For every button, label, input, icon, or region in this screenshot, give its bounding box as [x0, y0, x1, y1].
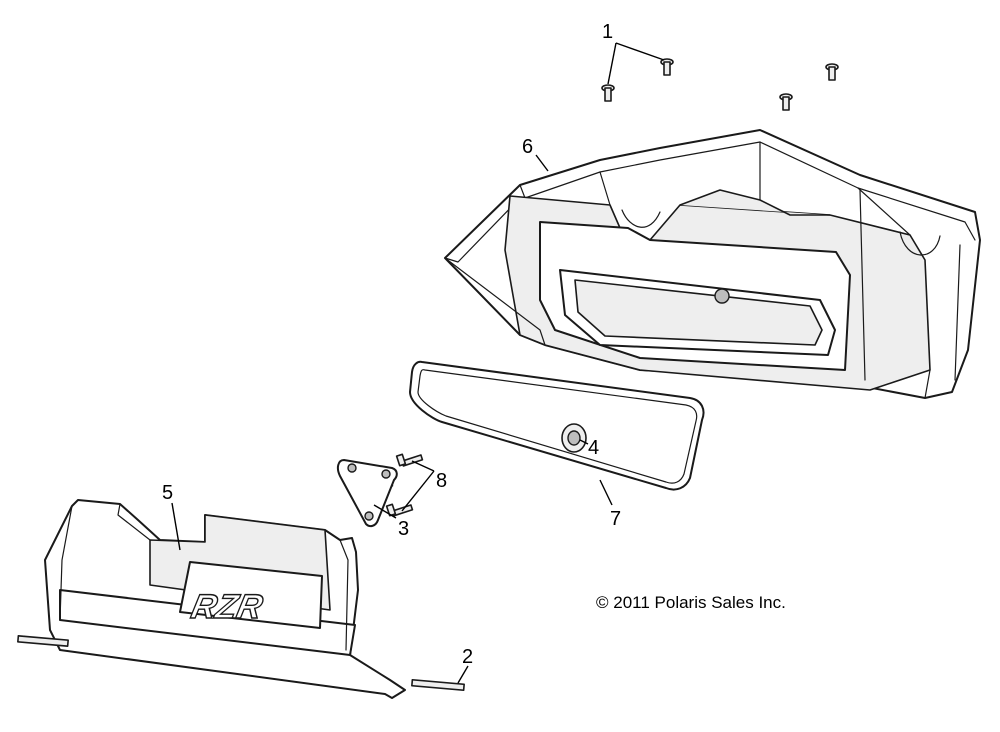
hinge-pin-right — [411, 678, 465, 692]
door-seal — [409, 360, 705, 491]
glove-box-door: RZR — [44, 499, 406, 699]
copyright-notice: © 2011 Polaris Sales Inc. — [596, 593, 786, 612]
bracket-plate — [336, 459, 398, 528]
hinge-pin-left — [17, 635, 69, 647]
bolt-8c — [385, 503, 414, 517]
leader-lines — [171, 42, 665, 684]
screw-1c — [825, 63, 839, 81]
glove-box-housing — [444, 129, 981, 399]
screw-1a — [660, 58, 674, 76]
screw-1b — [601, 84, 615, 102]
callout-7: 7 — [610, 508, 621, 530]
rzr-logo: RZR — [188, 588, 266, 626]
callout-1: 1 — [602, 21, 613, 43]
callout-3: 3 — [398, 518, 409, 540]
bolt-8b — [395, 453, 424, 467]
callout-5: 5 — [162, 482, 173, 504]
screw-1d — [779, 93, 793, 111]
bumper — [561, 423, 587, 453]
callout-2: 2 — [462, 646, 473, 668]
callout-6: 6 — [522, 136, 533, 158]
callout-8: 8 — [436, 470, 447, 492]
callout-4: 4 — [588, 437, 599, 459]
